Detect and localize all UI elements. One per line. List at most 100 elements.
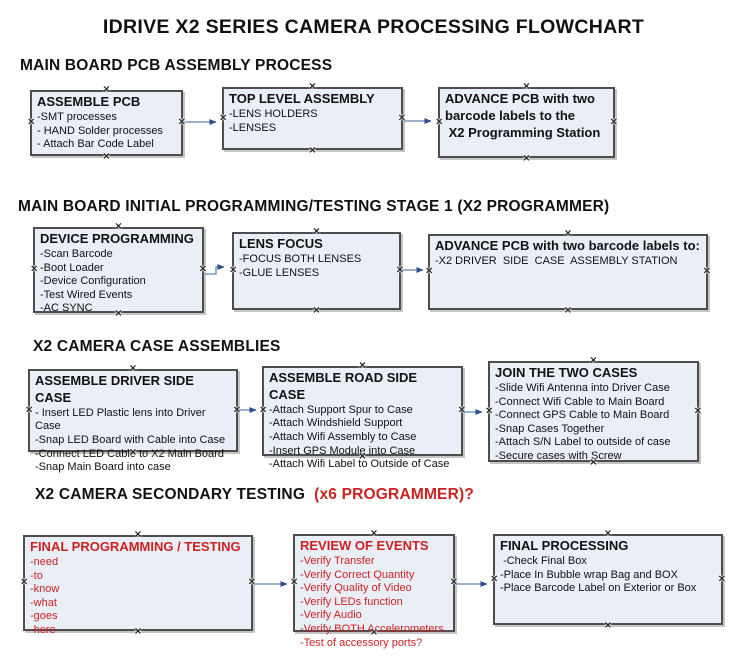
process-step: -Verify BOTH Accelerometers [300,623,444,636]
process-step: -goes [30,610,58,623]
process-step: -Place In Bubble wrap Bag and BOX [500,568,678,581]
connection-handle-icon: × [522,153,531,164]
process-box-steps: -Slide Wifi Antenna into Driver Case-Con… [495,382,692,464]
process-step: -Attach Wifi Label to Outside of Case [269,458,450,471]
process-step: -Snap Cases Together [495,422,605,435]
connection-handle-icon: × [232,404,241,415]
process-step: -to [30,569,43,582]
process-step: -Attach S/N Label to outside of case [495,436,671,449]
process-box-title: ADVANCE PCB with two barcode labels to: [435,238,700,253]
process-step: -Insert GPS Module into Case [269,444,416,457]
section-heading-initial-programming: MAIN BOARD INITIAL PROGRAMMING/TESTING S… [18,198,610,215]
process-box-steps: -Verify Transfer-Verify Correct Quantity… [300,555,448,650]
process-step: -Verify Transfer [300,554,375,567]
process-box-lens-focus: LENS FOCUS -FOCUS BOTH LENSES-GLUE LENSE… [229,227,404,316]
connection-handle-icon: × [219,112,228,123]
process-step: -what [30,596,57,609]
process-step: -Attach Support Spur to Case [269,403,413,416]
connection-handle-icon: × [102,151,111,162]
process-box-title: DEVICE PROGRAMMING [40,231,194,246]
process-box-title: ASSEMBLE PCB [37,94,141,109]
process-step: -GLUE LENSES [239,266,320,279]
process-step: -Snap Main Board into case [35,461,171,474]
process-step: -need [30,555,59,568]
connection-handle-icon: × [259,404,268,416]
process-box-steps: -need-to-know-what-goes-here [30,556,246,638]
process-box-top-level-assembly: TOP LEVEL ASSEMBLY -LENS HOLDERS-LENSES … [219,82,406,156]
process-box-advance-pcb-driver-side: ADVANCE PCB with two barcode labels to: … [425,229,711,316]
connection-handle-icon: × [609,116,618,127]
section-heading-secondary-testing: X2 CAMERA SECONDARY TESTING(x6 PROGRAMME… [35,486,474,504]
connection-handle-icon: × [229,264,238,276]
process-step: -here [30,624,56,637]
process-step: - Attach Bar Code Label [37,138,154,151]
process-box-final-processing: FINAL PROCESSING -Check Final Box-Place … [490,529,726,631]
process-box-advance-pcb-programming-station: ADVANCE PCB with two barcode labels to t… [435,82,618,164]
process-box-steps: -Check Final Box-Place In Bubble wrap Ba… [500,555,716,596]
process-step: -Place Barcode Label on Exterior or Box [500,582,697,595]
connection-handle-icon: × [395,264,404,276]
section-heading-programmer-question: (x6 PROGRAMMER)? [314,486,475,503]
process-step: -LENS HOLDERS [229,107,318,120]
connection-handle-icon: × [30,263,39,275]
connection-handle-icon: × [290,576,299,588]
process-step: -Verify Correct Quantity [300,568,415,581]
process-box-steps: - Insert LED Plastic lens into Driver Ca… [35,407,231,475]
process-step: -Secure cases with Screw [495,450,622,463]
process-step: -Test of accessory ports? [300,636,423,649]
process-step: -know [30,583,60,596]
process-box-steps: -X2 DRIVER SIDE CASE ASSEMBLY STATION [435,255,701,269]
process-step: -Device Configuration [40,275,146,288]
connection-handle-icon: × [485,405,494,416]
process-box-steps: -FOCUS BOTH LENSES-GLUE LENSES [239,253,394,280]
process-step: -Boot Loader [40,261,104,274]
process-box-title: ADVANCE PCB with two barcode labels to t… [445,91,601,140]
process-step: -LENSES [229,121,277,134]
connection-handle-icon: × [490,573,499,584]
process-box-assemble-pcb: ASSEMBLE PCB -SMT processes- HAND Solder… [27,85,186,162]
connection-handle-icon: × [457,404,466,416]
process-step: -Check Final Box [500,554,587,567]
process-step: -Attach Wifi Assembly to Case [269,431,417,444]
connection-handle-icon: × [308,145,317,156]
connection-handle-icon: × [198,263,207,275]
process-box-join-the-two-cases: JOIN THE TWO CASES -Slide Wifi Antenna i… [485,356,702,468]
process-box-steps: -Attach Support Spur to Case-Attach Wind… [269,404,456,472]
process-step: -Scan Barcode [40,247,113,260]
process-step: -Attach Windshield Support [269,417,403,430]
connection-handle-icon: × [20,576,29,588]
connection-handle-icon: × [27,116,36,128]
process-box-final-programming-testing: FINAL PROGRAMMING / TESTING -need-to-kno… [20,530,256,637]
connection-handle-icon: × [702,265,711,277]
process-box-title: ASSEMBLE ROAD SIDE CASE [269,370,421,402]
process-step: -Snap LED Board with Cable into Case [35,434,226,447]
process-step: -Verify LEDs function [300,595,403,608]
connection-handle-icon: × [449,576,458,588]
process-step: -AC SYNC [40,302,93,315]
page-title: IDRIVE X2 SERIES CAMERA PROCESSING FLOWC… [102,16,645,38]
process-step: -Test Wired Events [40,288,133,301]
section-heading-case-assemblies: X2 CAMERA CASE ASSEMBLIES [33,338,281,355]
process-step: -Connect Wifi Cable to Main Board [495,395,665,408]
process-step: - Insert LED Plastic lens into Driver Ca… [35,406,209,433]
process-step: -Slide Wifi Antenna into Driver Case [495,381,670,394]
connection-handle-icon: × [693,405,702,416]
connection-handle-icon: × [25,404,34,415]
flow-arrow [205,264,225,275]
process-box-title: JOIN THE TWO CASES [495,365,638,380]
process-step: -SMT processes [37,110,117,123]
connection-handle-icon: × [425,265,434,277]
process-box-review-of-events: REVIEW OF EVENTS -Verify Transfer-Verify… [290,529,458,649]
connection-handle-icon: × [717,573,726,584]
process-step: -Verify Audio [300,609,362,622]
process-box-steps: -SMT processes- HAND Solder processes- A… [37,111,176,152]
process-step: -Connect GPS Cable to Main Board [495,409,670,422]
process-step: -FOCUS BOTH LENSES [239,252,362,265]
process-box-title: ASSEMBLE DRIVER SIDE CASE [35,373,198,405]
process-box-title: FINAL PROCESSING [500,538,629,553]
process-box-title: TOP LEVEL ASSEMBLY [229,91,375,106]
process-box-assemble-driver-side-case: ASSEMBLE DRIVER SIDE CASE - Insert LED P… [25,364,241,474]
process-box-steps: -LENS HOLDERS-LENSES [229,108,396,135]
connection-handle-icon: × [563,305,573,316]
